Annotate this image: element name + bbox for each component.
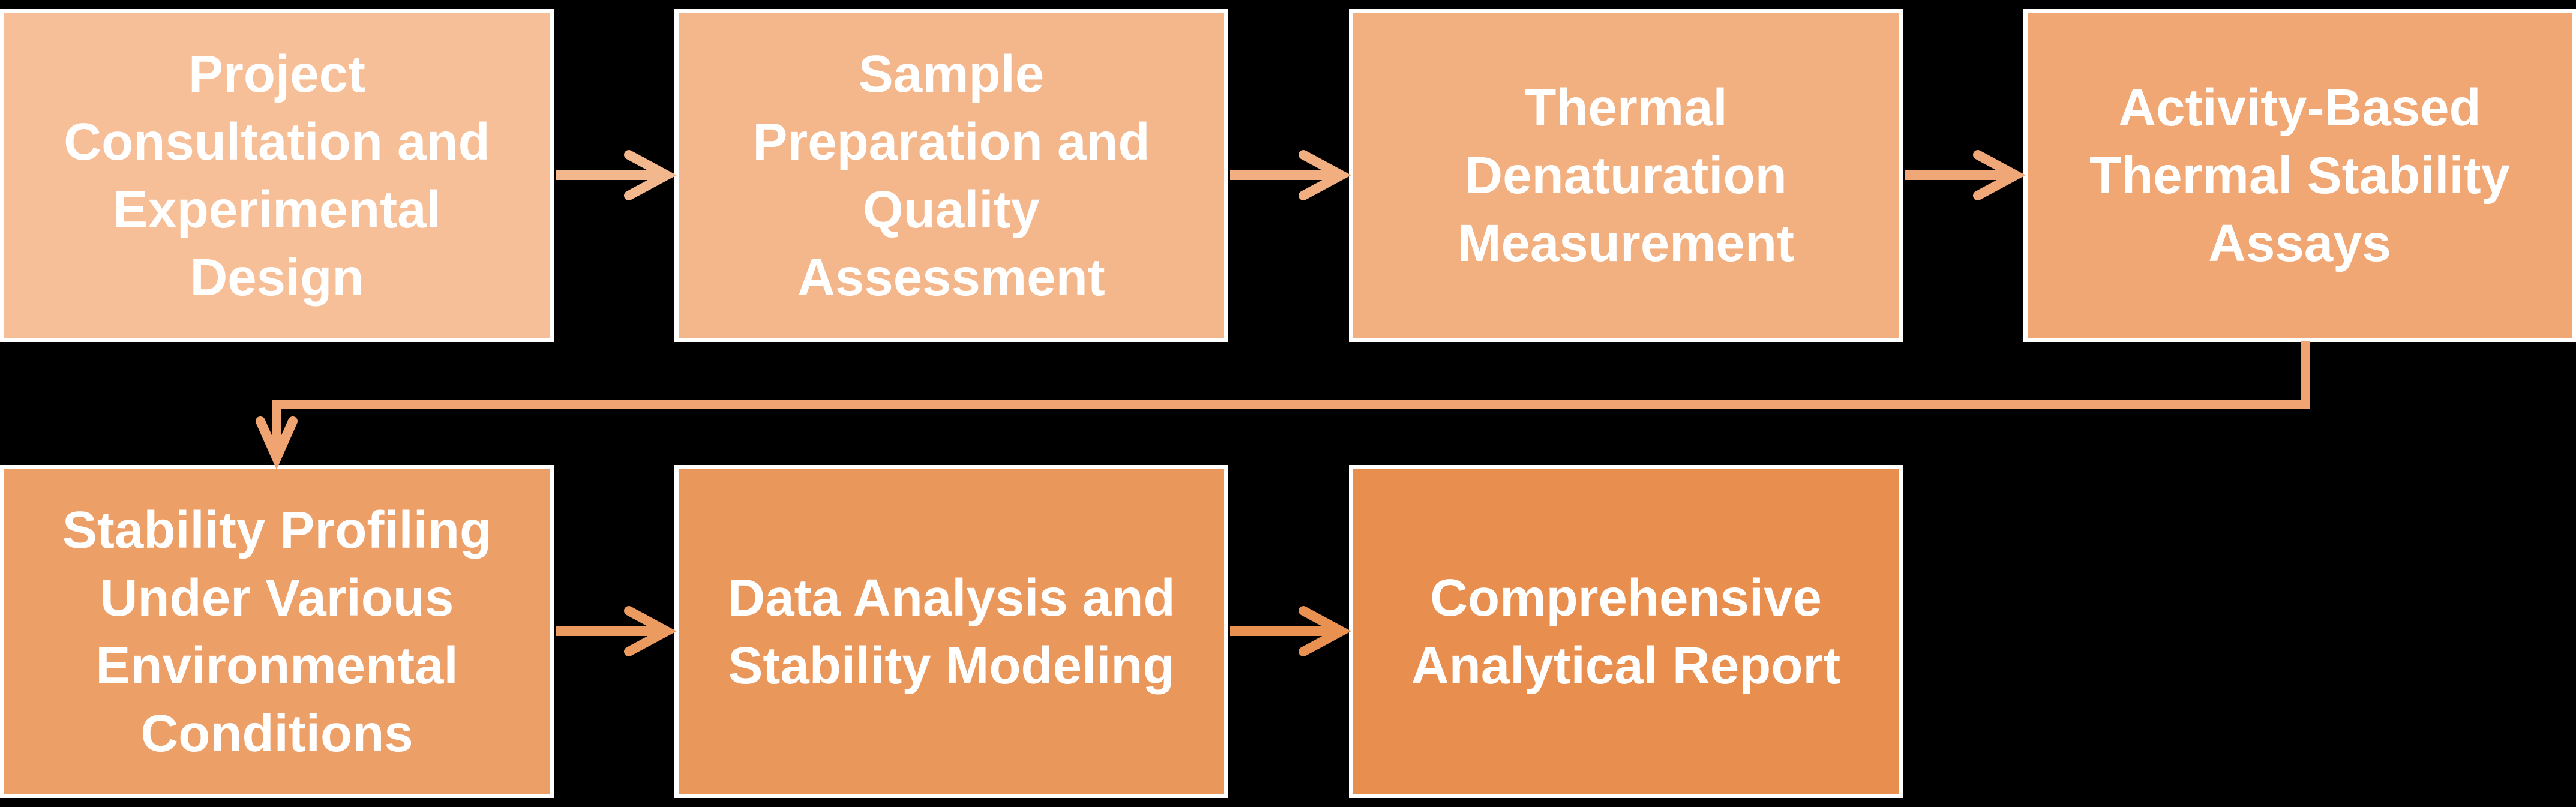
flow-box-label: Stability Profiling Under Various Enviro… xyxy=(62,500,492,763)
arrowhead-icon xyxy=(1299,150,1351,200)
flow-box-label: Thermal Denaturation Measurement xyxy=(1458,79,1794,272)
flow-box-label: Project Consultation and Experimental De… xyxy=(64,44,490,307)
flow-box-stability-profiling: Stability Profiling Under Various Enviro… xyxy=(0,465,554,798)
flow-box-thermal-denaturation: Thermal Denaturation Measurement xyxy=(1349,9,1903,342)
arrow-right-icon-6-7 xyxy=(1230,606,1351,656)
arrowhead-down-icon xyxy=(256,416,298,470)
arrowhead-icon xyxy=(624,150,677,200)
flow-box-label: Data Analysis and Stability Modeling xyxy=(727,568,1175,695)
flow-box-activity-based-assays: Activity-Based Thermal Stability Assays xyxy=(2023,9,2576,342)
arrow-right-icon-5-6 xyxy=(556,606,677,656)
flow-box-label: Sample Preparation and Quality Assessmen… xyxy=(752,44,1150,307)
arrowhead-icon xyxy=(1973,150,2026,200)
arrow-right-icon-1-2 xyxy=(556,150,677,200)
arrow-right-icon-2-3 xyxy=(1230,150,1351,200)
elbow-connector-4-5 xyxy=(256,341,2310,470)
flow-box-data-analysis: Data Analysis and Stability Modeling xyxy=(674,465,1228,798)
flow-box-sample-preparation: Sample Preparation and Quality Assessmen… xyxy=(674,9,1228,342)
flow-box-label: Activity-Based Thermal Stability Assays xyxy=(2089,79,2510,272)
flow-box-project-consultation: Project Consultation and Experimental De… xyxy=(0,9,554,342)
flow-box-analytical-report: Comprehensive Analytical Report xyxy=(1349,465,1903,798)
flow-box-label: Comprehensive Analytical Report xyxy=(1411,568,1841,695)
arrowhead-icon xyxy=(1299,606,1351,656)
arrow-right-icon-3-4 xyxy=(1905,150,2026,200)
connector-line xyxy=(272,341,2310,452)
arrowhead-icon xyxy=(624,606,677,656)
